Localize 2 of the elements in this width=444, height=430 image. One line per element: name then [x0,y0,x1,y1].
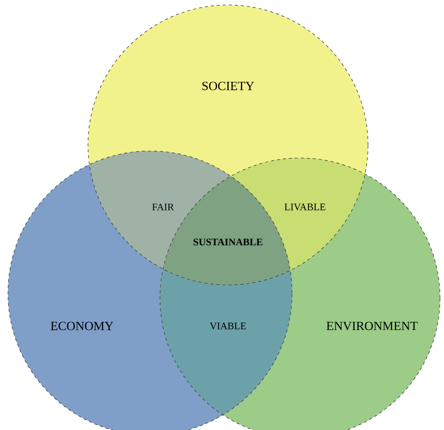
region-label: SUSTAINABLE [194,238,262,246]
region-label: VIABLE [210,322,246,330]
